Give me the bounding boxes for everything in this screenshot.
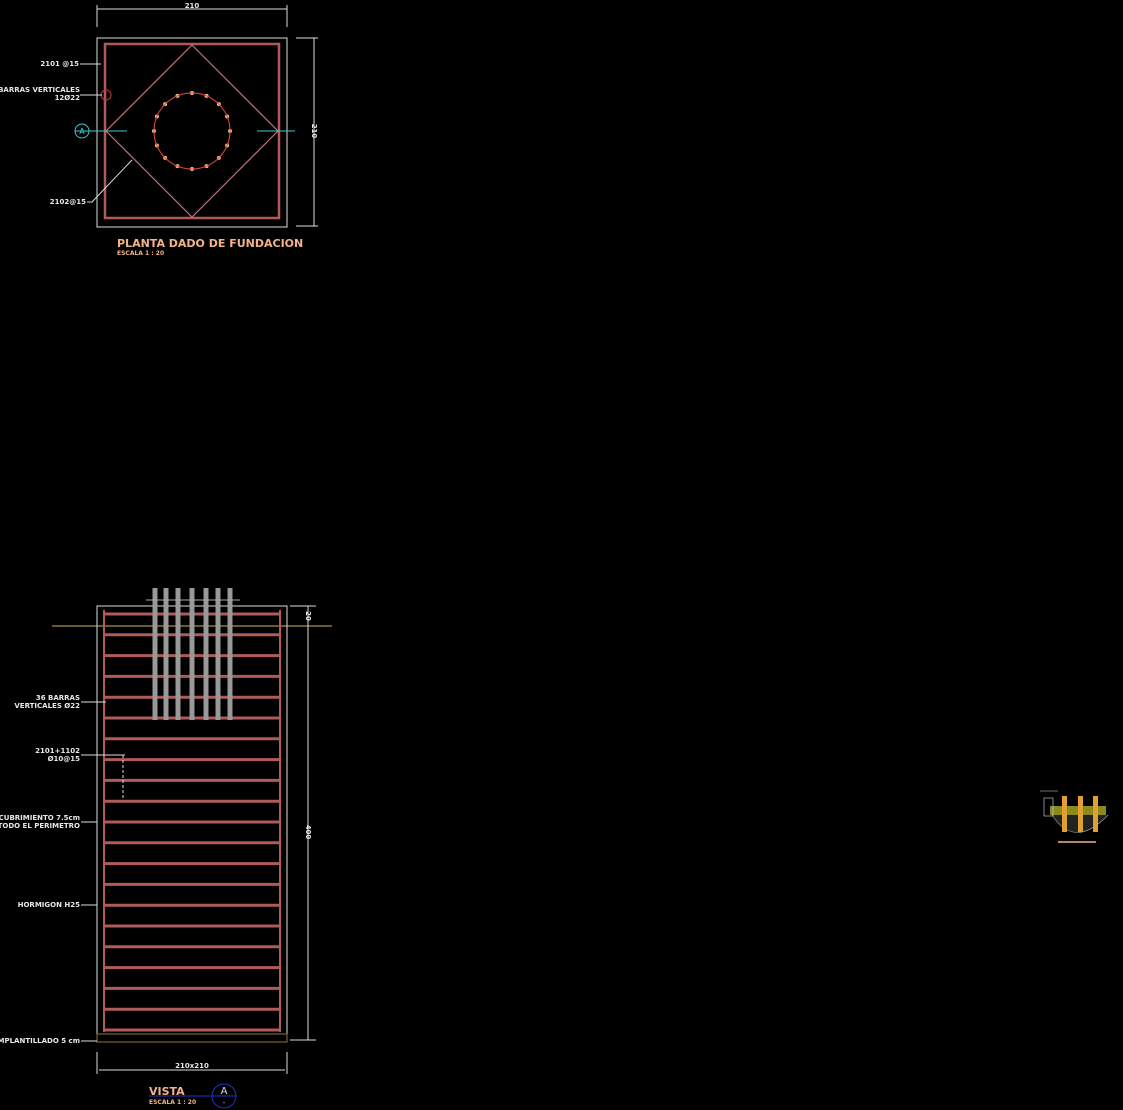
label-stirrup-2: Ø10@15	[48, 755, 81, 763]
section-marker	[211, 1083, 237, 1109]
dim-right-text: 210	[310, 124, 318, 139]
label-bars-1: BARRAS VERTICALES	[0, 86, 80, 94]
anchor-bolt	[175, 588, 181, 720]
anchor-bolt	[152, 588, 158, 720]
anchor-bolts	[152, 91, 232, 171]
anchor-bolts-elevation	[152, 588, 233, 720]
label-bars-2: VERTICALES Ø22	[14, 702, 80, 710]
section-marker-bottom: -	[223, 1099, 226, 1107]
label-concrete: HORMIGON H25	[18, 901, 80, 909]
label-diamond: 2102@15	[50, 198, 86, 206]
dim-top-text: 20	[304, 611, 312, 621]
diamond-stirrup	[105, 44, 279, 218]
plan-scale: ESCALA 1 : 20	[117, 250, 164, 257]
plan-title: PLANTA DADO DE FUNDACION	[117, 237, 303, 250]
anchor-bolt	[163, 588, 169, 720]
label-stirrup: 2101 @15	[40, 60, 79, 68]
label-bars-2: 12Ø22	[55, 94, 81, 102]
footing-outline	[96, 37, 288, 228]
blinding-layer	[96, 1033, 288, 1043]
anchor-bolt	[215, 588, 221, 720]
anchor-bolt	[189, 588, 195, 720]
section-marker-top: A	[221, 1086, 228, 1097]
elevation-scale: ESCALA 1 : 20	[149, 1099, 196, 1106]
dim-bottom-text: 210x210	[175, 1062, 209, 1070]
label-bars-1: 36 BARRAS	[36, 694, 80, 702]
anchor-bolt	[227, 588, 233, 720]
section-marker	[74, 123, 90, 139]
elevation-title: VISTA	[149, 1085, 185, 1098]
label-stirrup-1: 2101+1102	[35, 747, 80, 755]
detail-thumbnail	[1040, 790, 1109, 843]
label-cover-2: EN TODO EL PERIMETRO	[0, 822, 80, 830]
elevation-view: 20 400 36 BARRAS VERTICALES Ø22 2101+110…	[0, 588, 332, 1109]
label-cover-1: RECUBRIMIENTO 7.5cm	[0, 814, 80, 822]
stirrups	[104, 612, 280, 1032]
perimeter-stirrup	[103, 42, 281, 220]
dim-right-text: 400	[304, 825, 312, 840]
section-marker-label: A	[79, 127, 85, 136]
plan-view: 210 210 A 2101 @15 BARRAS VERTICALES 12Ø…	[0, 2, 318, 257]
anchor-bolt	[203, 588, 209, 720]
label-blinding: EMPLANTILLADO 5 cm	[0, 1037, 80, 1045]
dim-top-text: 210	[185, 2, 200, 10]
